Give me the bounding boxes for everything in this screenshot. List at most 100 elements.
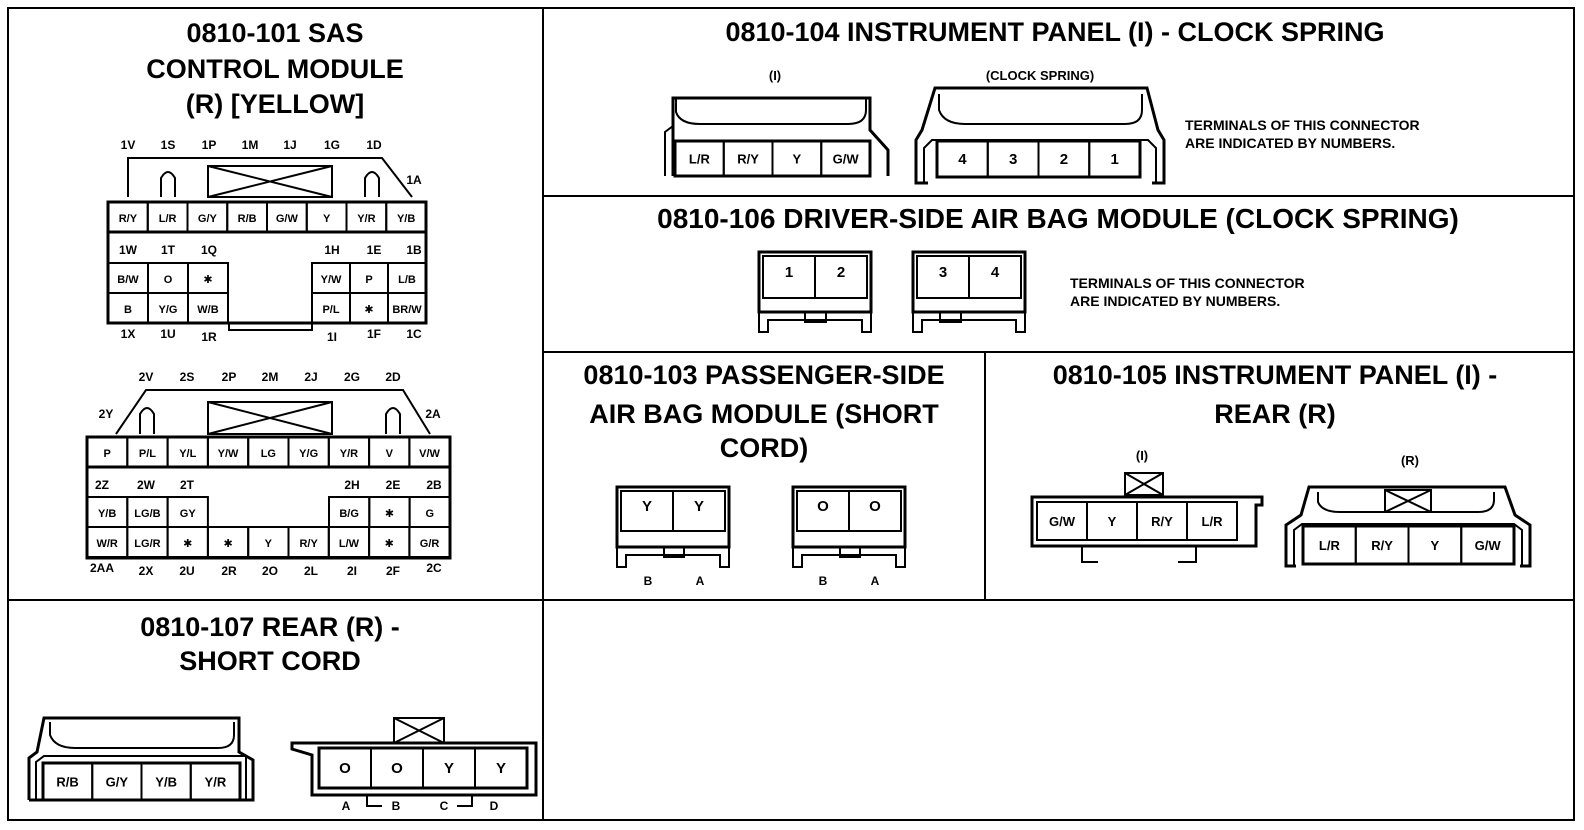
- pin-wire-color: V/W: [419, 448, 440, 460]
- pin-wire-color: R/B: [56, 775, 78, 790]
- pin-wire-color: Y/G: [159, 304, 178, 316]
- pin-wire-color: G: [425, 508, 434, 520]
- pin-label: 1V: [121, 138, 136, 152]
- pin-label: 1Q: [201, 243, 217, 257]
- pin-label: 2AA: [90, 561, 114, 575]
- pin-label: 2W: [137, 478, 156, 492]
- pin-wire-color: Y: [496, 760, 506, 777]
- pin-cell: [820, 140, 871, 177]
- pin-label: 2E: [386, 478, 401, 492]
- pin-label: 2C: [426, 561, 442, 575]
- pin-label: 2O: [262, 564, 278, 578]
- pin-label: B: [644, 574, 653, 588]
- pin-label: 1H: [324, 243, 339, 257]
- pin-wire-color: Y/W: [218, 448, 239, 460]
- pin-wire-color: 3: [1009, 151, 1017, 168]
- pin-label: A: [696, 574, 705, 588]
- pin-label: 1R: [201, 330, 217, 344]
- pin-wire-color: LG/R: [134, 538, 160, 550]
- pin-wire-color: Y: [323, 213, 331, 225]
- pin-label: 2P: [222, 370, 237, 384]
- pin-wire-color: 1: [1110, 151, 1118, 168]
- panel-0810-104: 0810-104 INSTRUMENT PANEL (I) - CLOCK SP…: [664, 17, 1420, 185]
- panel-101-title-line-3: (R) [YELLOW]: [186, 89, 364, 119]
- pin-label: 1T: [161, 243, 176, 257]
- pin-label: 2G: [344, 370, 360, 384]
- pin-wire-color: B/G: [339, 508, 359, 520]
- pin-label: 1J: [283, 138, 296, 152]
- pin-wire-color: 3: [939, 264, 947, 281]
- pin-wire-color: R/B: [238, 213, 257, 225]
- pin-wire-color: ✱: [183, 538, 192, 550]
- pin-wire-color: R/Y: [737, 152, 759, 167]
- pin-label: 1P: [202, 138, 217, 152]
- pin-wire-color: Y/B: [397, 213, 415, 225]
- pin-cell: [1186, 501, 1238, 541]
- pin-cell: [968, 255, 1022, 299]
- pin-wire-color: O: [339, 760, 351, 777]
- pin-wire-color: R/Y: [1151, 514, 1173, 529]
- pin-cell: [1460, 525, 1515, 565]
- pin-wire-color: Y/W: [321, 274, 342, 286]
- connector-caption: (I): [769, 68, 781, 83]
- pin-cell: [814, 255, 868, 299]
- pin-label: A: [342, 799, 351, 813]
- pin-cell: [187, 292, 229, 324]
- pin-label: A: [871, 574, 880, 588]
- pin-wire-color: Y: [444, 760, 454, 777]
- pin-wire-color: LG/B: [134, 508, 160, 520]
- pin-wire-color: Y/L: [179, 448, 196, 460]
- pin-cell: [385, 201, 427, 233]
- pin-wire-color: LG: [261, 448, 276, 460]
- pin-label: 1A: [406, 173, 422, 187]
- panel-0810-101: 0810-101 SAS CONTROL MODULE (R) [YELLOW]…: [85, 18, 452, 578]
- pin-label: 1C: [406, 327, 422, 341]
- pin-wire-color: G/W: [1475, 538, 1502, 553]
- pin-wire-color: R/Y: [1371, 538, 1393, 553]
- pin-wire-color: V: [386, 448, 394, 460]
- panel-0810-106: 0810-106 DRIVER-SIDE AIR BAG MODULE (CLO…: [657, 203, 1459, 333]
- pin-wire-color: ✱: [364, 304, 373, 316]
- pin-label: 2Y: [99, 407, 114, 421]
- pin-wire-color: 2: [1060, 151, 1068, 168]
- pin-wire-color: O: [164, 274, 173, 286]
- pin-label: 1B: [406, 243, 422, 257]
- pin-wire-color: B: [124, 304, 132, 316]
- terminal-note-line-2: ARE INDICATED BY NUMBERS.: [1070, 293, 1280, 309]
- pin-wire-color: L/R: [1319, 538, 1341, 553]
- pin-wire-color: O: [817, 498, 829, 515]
- pin-label: 2L: [304, 564, 318, 578]
- pin-label: 2J: [304, 370, 317, 384]
- panel-106-title: 0810-106 DRIVER-SIDE AIR BAG MODULE (CLO…: [657, 203, 1459, 234]
- pin-label: 1D: [366, 138, 382, 152]
- pin-label: C: [440, 799, 449, 813]
- pin-label: 1M: [242, 138, 259, 152]
- pin-wire-color: Y/R: [340, 448, 358, 460]
- pin-wire-color: Y/B: [98, 508, 116, 520]
- pin-label: 2Z: [95, 478, 109, 492]
- pin-wire-color: Y: [694, 498, 704, 515]
- pin-label: 1E: [367, 243, 382, 257]
- pin-wire-color: Y: [1108, 514, 1117, 529]
- pin-wire-color: 1: [785, 264, 793, 281]
- panel-103-title-line-1: 0810-103 PASSENGER-SIDE: [583, 360, 944, 390]
- panel-0810-103: 0810-103 PASSENGER-SIDE AIR BAG MODULE (…: [583, 360, 944, 588]
- pin-wire-color: ✱: [385, 538, 394, 550]
- pin-cell: [474, 747, 528, 789]
- pin-wire-color: P: [103, 448, 110, 460]
- pin-label: 2S: [180, 370, 195, 384]
- pin-wire-color: G/Y: [198, 213, 218, 225]
- pin-wire-color: BR/W: [392, 304, 422, 316]
- pin-cell: [1088, 140, 1141, 178]
- panel-105-title-line-1: 0810-105 INSTRUMENT PANEL (I) -: [1053, 360, 1498, 390]
- connector-caption: (R): [1401, 453, 1419, 468]
